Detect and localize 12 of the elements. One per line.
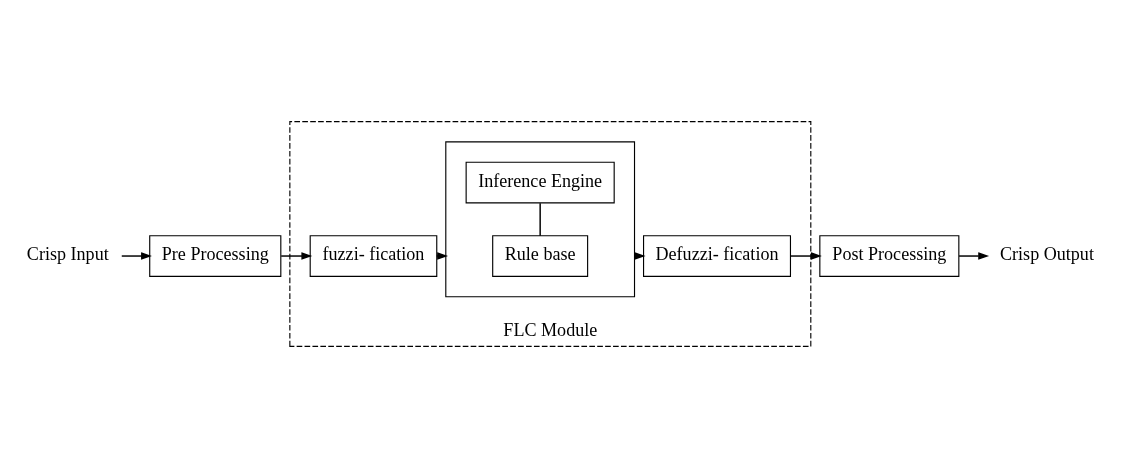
- node-box: Rule base: [492, 234, 589, 277]
- connector: [539, 202, 541, 236]
- node-text: Crisp Output: [1000, 243, 1094, 264]
- arrow: [790, 251, 822, 260]
- arrow: [958, 251, 990, 260]
- node-text: Crisp Input: [26, 243, 109, 264]
- arrow: [280, 251, 313, 260]
- node-box: Defuzzi- fication: [643, 234, 792, 277]
- node-box: Inference Engine: [465, 161, 615, 203]
- arrow: [121, 251, 152, 260]
- node-box: Pre Processing: [149, 234, 282, 277]
- node-box: Post Processing: [819, 234, 960, 277]
